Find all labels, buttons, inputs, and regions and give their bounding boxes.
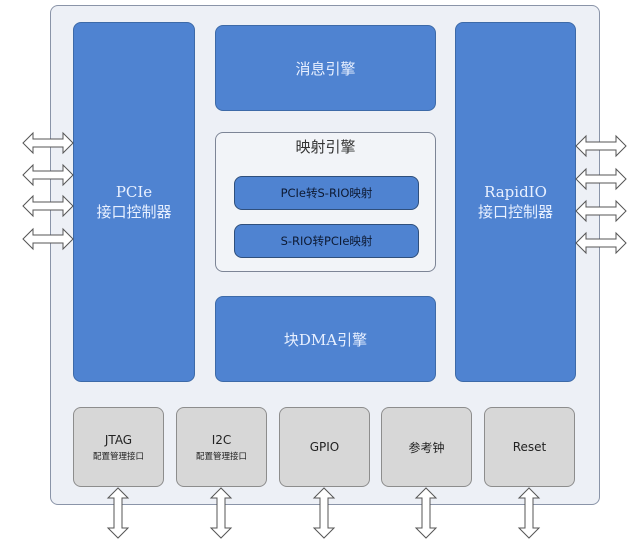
pcie-to-srio-label: PCIe转S-RIO映射 [280, 186, 373, 200]
double-arrow-icon [22, 132, 74, 154]
mapping-engine-title: 映射引擎 [295, 138, 356, 156]
double-arrow-icon [107, 487, 129, 539]
jtag-label: JTAG [104, 432, 133, 447]
reset-block: Reset [484, 407, 575, 487]
double-arrow-icon [518, 487, 540, 539]
double-arrow-icon [575, 232, 627, 254]
rapidio-label: RapidIO [484, 183, 547, 201]
double-arrow-icon [210, 487, 232, 539]
message-engine-label: 消息引擎 [295, 59, 356, 78]
double-arrow-icon [22, 164, 74, 186]
refclk-block: 参考钟 [381, 407, 472, 487]
pcie-label: PCIe [115, 183, 153, 201]
gpio-label: GPIO [309, 440, 340, 454]
dma-engine-block: 块DMA引擎 [215, 296, 436, 382]
dma-engine-label: 块DMA引擎 [283, 330, 368, 349]
pcie-controller-block: PCIe 接口控制器 [73, 22, 195, 382]
pcie-to-srio-mapping: PCIe转S-RIO映射 [234, 176, 419, 210]
double-arrow-icon [575, 200, 627, 222]
message-engine-block: 消息引擎 [215, 25, 436, 111]
double-arrow-icon [22, 195, 74, 217]
srio-to-pcie-mapping: S-RIO转PCIe映射 [234, 224, 419, 258]
jtag-sub-label: 配置管理接口 [92, 451, 144, 462]
double-arrow-icon [415, 487, 437, 539]
gpio-block: GPIO [279, 407, 370, 487]
i2c-label: I2C [211, 432, 232, 447]
refclk-label: 参考钟 [408, 440, 445, 455]
double-arrow-icon [575, 168, 627, 190]
rapidio-label-2: 接口控制器 [477, 203, 553, 221]
pcie-label-2: 接口控制器 [96, 203, 172, 221]
i2c-block: I2C 配置管理接口 [176, 407, 267, 487]
reset-label: Reset [512, 440, 547, 454]
i2c-sub-label: 配置管理接口 [195, 451, 247, 462]
double-arrow-icon [22, 228, 74, 250]
rapidio-controller-block: RapidIO 接口控制器 [455, 22, 576, 382]
jtag-block: JTAG 配置管理接口 [73, 407, 164, 487]
double-arrow-icon [575, 135, 627, 157]
srio-to-pcie-label: S-RIO转PCIe映射 [280, 234, 373, 248]
double-arrow-icon [313, 487, 335, 539]
